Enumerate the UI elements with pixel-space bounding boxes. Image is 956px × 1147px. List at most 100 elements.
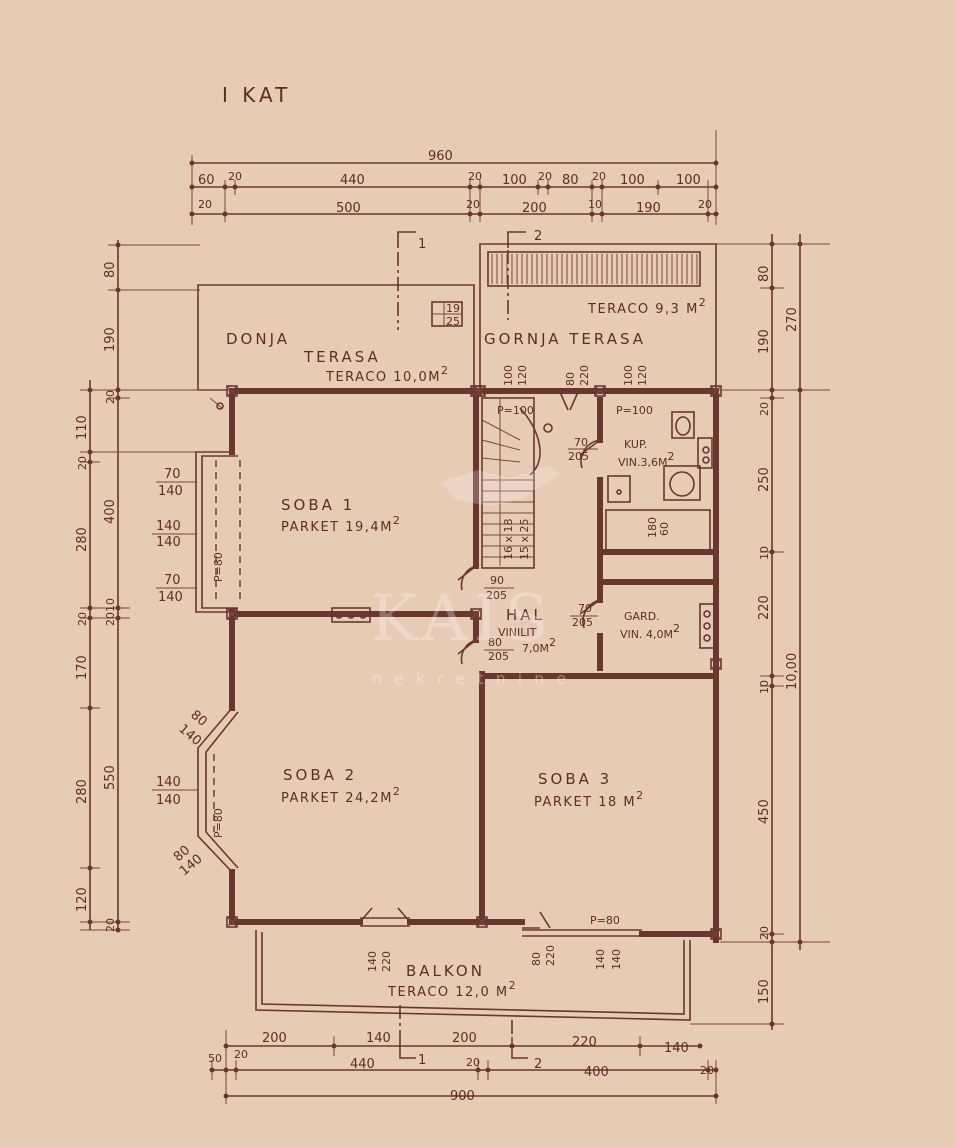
opening-dim: P=80	[590, 914, 620, 927]
dim-left: 110	[75, 415, 90, 440]
dim-right-inner: 10	[758, 546, 771, 560]
terraces: 19 25	[197, 243, 717, 410]
opening-dim: 140	[594, 949, 607, 970]
area-hal-1: VINILIT	[498, 626, 537, 639]
dim-bottom-r1: 140	[664, 1041, 689, 1056]
dim-left: 190	[103, 327, 118, 352]
section-2-label-bottom: 2	[534, 1057, 542, 1072]
dim-top-r3: 10	[588, 198, 602, 211]
opening-dim: 205	[568, 450, 589, 463]
opening-dim: 70	[164, 467, 181, 482]
opening-dim: 80	[530, 952, 543, 966]
section-1-label: 1	[418, 237, 426, 252]
opening-dim: P=80	[212, 808, 225, 838]
bathroom-fixtures	[331, 411, 715, 649]
dim-top-r2: 80	[562, 173, 579, 188]
area-donja-terasa: TERACO 10,0M2	[325, 364, 449, 385]
opening-dim: 140	[610, 949, 623, 970]
dim-top-r2: 440	[340, 173, 365, 188]
plan-title: I KAT	[222, 83, 291, 107]
opening-dim: 70	[574, 436, 588, 449]
dim-top-r3: 20	[466, 198, 480, 211]
opening-dim: P=100	[616, 404, 653, 417]
room-label-terasa: TERASA	[303, 348, 381, 366]
dim-bottom-r2: 50	[208, 1052, 222, 1065]
dim-top-total: 960	[428, 149, 453, 164]
dim-bottom-r2: 400	[584, 1065, 609, 1080]
dim-right-inner: 20	[758, 402, 771, 416]
area-soba1: PARKET 19,4M2	[281, 514, 401, 535]
area-gornja-terasa: TERACO 9,3 M2	[587, 296, 707, 317]
dim-right-inner: 150	[757, 979, 772, 1004]
opening-dim: 90	[490, 574, 504, 587]
dim-bottom-r1: 200	[452, 1031, 477, 1046]
dim-bottom-r1: 200	[262, 1031, 287, 1046]
area-soba3: PARKET 18 M2	[534, 789, 645, 810]
dim-top-r2: 20	[538, 170, 552, 183]
dim-left: 20	[104, 390, 117, 404]
opening-dim: 220	[578, 365, 591, 386]
area-balkon: TERACO 12,0 M2	[387, 979, 517, 1000]
opening-dim: 70	[578, 602, 592, 615]
dim-bottom-r1: 220	[572, 1035, 597, 1050]
opening-dim: 140	[156, 519, 181, 534]
dim-right-inner: 220	[757, 595, 772, 620]
west-walls	[195, 451, 241, 873]
dim-right-inner: 190	[757, 329, 772, 354]
dim-top-r3: 190	[636, 201, 661, 216]
dim-left-inner: 20	[76, 612, 89, 626]
dim-left-inner: 170	[75, 655, 90, 680]
dim-top-r2: 20	[592, 170, 606, 183]
bottom-dimensions: 200 140 200 220 140 50 20 440 20 400 20 …	[208, 1030, 719, 1104]
area-soba2: PARKET 24,2M2	[281, 785, 401, 806]
dim-left: 400	[103, 499, 118, 524]
south-windows	[360, 917, 642, 937]
opening-dim: 100	[622, 365, 635, 386]
room-label-soba3: SOBA 3	[538, 770, 612, 788]
room-label-kup: KUP.	[624, 438, 647, 451]
dim-top-r3: 200	[522, 201, 547, 216]
room-label-hal: HAL	[506, 606, 545, 624]
opening-dim: 140	[156, 793, 181, 808]
area-kup: VIN.3,6M2	[618, 450, 674, 469]
section-1-label-bottom: 1	[418, 1053, 426, 1068]
dim-left: 20	[104, 918, 117, 932]
dim-top-r3: 20	[698, 198, 712, 211]
room-label-gornja-terasa: GORNJA TERASA	[484, 330, 646, 348]
dim-right-inner: 80	[757, 265, 772, 282]
dim-bottom-r2: 20	[234, 1048, 248, 1061]
dim-right-inner: 10	[758, 680, 771, 694]
stair-dim-b: 15 x 25	[518, 519, 531, 561]
staircase	[481, 397, 553, 569]
opening-dim: 205	[488, 650, 509, 663]
opening-dim: 100	[502, 365, 515, 386]
right-dimensions: 270 10,00 80 190 20 250 10 220 10 450 20…	[690, 234, 830, 1030]
room-label-soba1: SOBA 1	[281, 496, 355, 514]
opening-dim: 140	[366, 951, 379, 972]
dim-bottom-r2: 20	[700, 1064, 714, 1077]
room-label-soba2: SOBA 2	[283, 766, 357, 784]
door-swings	[359, 391, 601, 929]
dim-top-r2: 20	[228, 170, 242, 183]
corner-markers	[226, 385, 722, 940]
dim-left: 80	[103, 261, 118, 278]
opening-dim: 220	[544, 945, 557, 966]
opening-dim: 140	[158, 484, 183, 499]
dim-left: 550	[103, 765, 118, 790]
opening-dim: 205	[486, 589, 507, 602]
left-dimensions: 80 190 110 20 400 20 550 20 20 280 10 20…	[75, 240, 232, 933]
dim-bottom-total: 900	[450, 1089, 475, 1104]
opening-dim: P=80	[212, 552, 225, 582]
tub-dim: 180	[646, 517, 659, 538]
dim-top-r3: 500	[336, 201, 361, 216]
dim-top-r2: 100	[502, 173, 527, 188]
stair-p100: P=100	[497, 404, 534, 417]
opening-dim: 205	[572, 616, 593, 629]
step-dim: 25	[446, 315, 460, 328]
dim-left-inner: 280	[75, 527, 90, 552]
opening-labels: 70 140 140 140 70 140 P=80 80 140 140 14…	[152, 365, 653, 972]
opening-dim: 140	[158, 590, 183, 605]
opening-dim: 70	[164, 573, 181, 588]
dim-right-inner: 20	[758, 926, 771, 940]
room-label-balkon: BALKON	[406, 962, 485, 980]
